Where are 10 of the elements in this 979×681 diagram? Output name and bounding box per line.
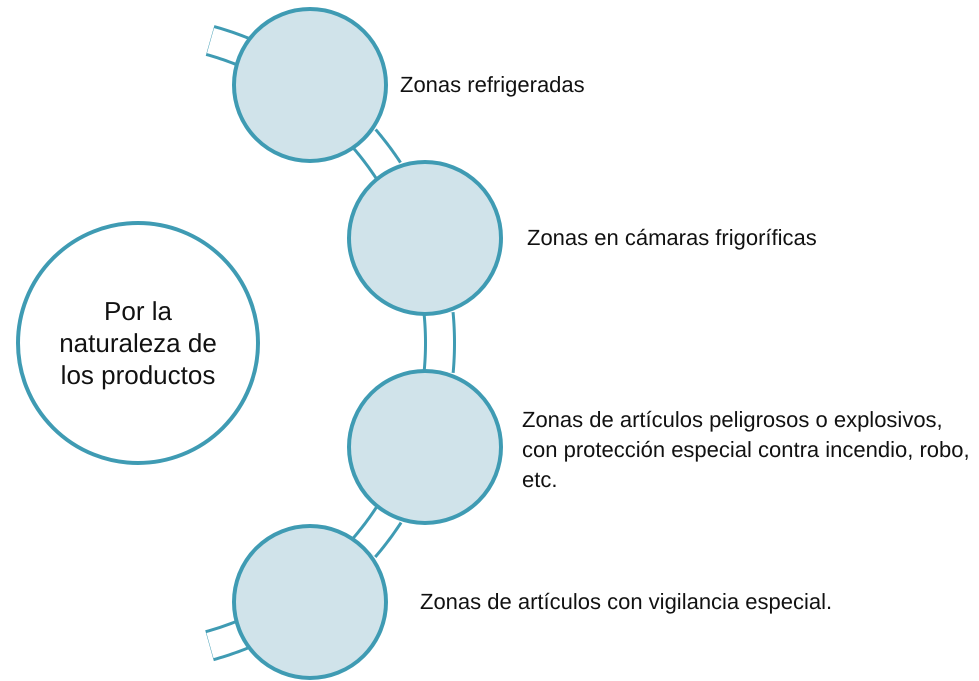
item-label: Zonas en cámaras frigoríficas bbox=[527, 224, 818, 252]
circle-node bbox=[16, 221, 260, 465]
circle-node bbox=[347, 160, 503, 316]
node-text: Por la naturaleza de los productos bbox=[58, 295, 218, 391]
circle-node bbox=[232, 7, 388, 163]
circle-node bbox=[232, 524, 388, 680]
circle-node bbox=[347, 369, 503, 525]
item-label: Zonas de artículos peligrosos o explosivos, con protección especial contra incendio, robo, etc. bbox=[522, 406, 971, 494]
item-label: Zonas refrigeradas bbox=[400, 71, 586, 99]
item-label: Zonas de artículos con vigilancia especial. bbox=[420, 588, 834, 616]
